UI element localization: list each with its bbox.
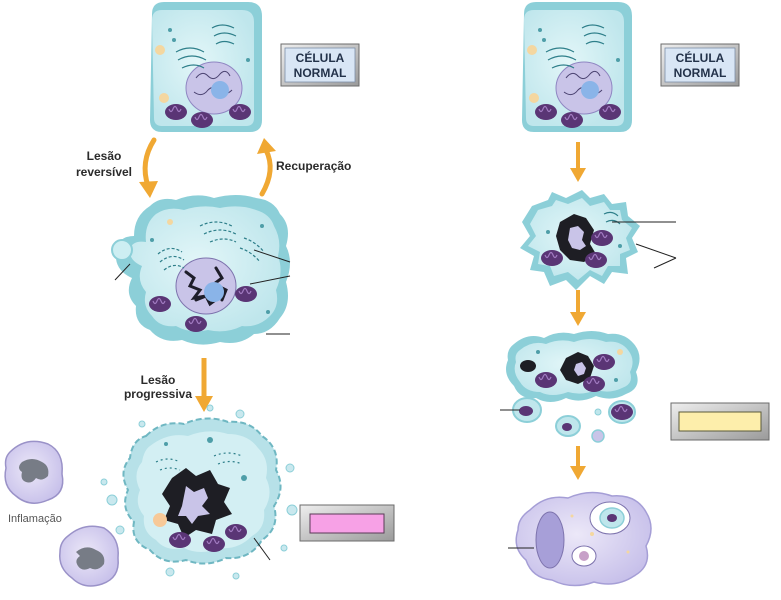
label-normal-left-line1: CÉLULA [296, 50, 345, 65]
svg-text:CÉLULA: CÉLULA [296, 50, 345, 65]
label-reversible: Lesão [87, 149, 122, 163]
leader-swollen-bleb [114, 263, 131, 281]
label-normal-right-line1: CÉLULA [676, 50, 725, 65]
label-inflammation: Inflamação [8, 513, 62, 525]
svg-text:progressiva: progressiva [124, 387, 192, 401]
arrow-apoptosis-1 [570, 142, 586, 182]
leader-swollen-mito [249, 275, 291, 285]
label-progressive: Lesão [141, 373, 176, 387]
label-box-normal-right: CÉLULA NORMAL [660, 43, 740, 87]
fragmenting-cell [506, 331, 640, 402]
necrotic-debris [100, 404, 298, 580]
arrow-progressive-injury [195, 358, 213, 412]
svg-text:reversível: reversível [76, 165, 132, 179]
label-normal-left-line2: NORMAL [294, 66, 347, 80]
arrow-reversible-injury [139, 137, 158, 198]
label-progressive-line2: progressiva [124, 387, 192, 401]
svg-text:NORMAL: NORMAL [294, 66, 347, 80]
label-progressive-line1: Lesão [141, 373, 176, 387]
arrow-apoptosis-2 [570, 290, 586, 326]
necrotic-cell [122, 417, 282, 565]
inflammatory-cell-1 [4, 440, 64, 504]
label-recovery: Recuperação [276, 159, 351, 173]
label-box-normal-left: CÉLULA NORMAL [280, 43, 360, 87]
empty-box-necrosis [299, 504, 395, 542]
label-reversible-line1: Lesão [87, 149, 122, 163]
empty-box-apoptosis [670, 402, 770, 441]
leader-swollen-er [253, 249, 291, 263]
shrunken-cell [520, 190, 640, 290]
svg-text:CÉLULA: CÉLULA [676, 50, 725, 65]
svg-text:NORMAL: NORMAL [674, 66, 727, 80]
normal-cell-right [522, 2, 632, 132]
leader-shrunken-blebs [635, 243, 677, 269]
apoptotic-bodies-right [512, 397, 636, 443]
label-reversible-line2: reversível [76, 165, 132, 179]
inflammatory-cell-2 [59, 525, 119, 587]
phagocyte-cell [515, 491, 652, 587]
leader-necrotic [253, 537, 271, 561]
swollen-cell [111, 195, 290, 345]
arrow-apoptosis-3 [570, 446, 586, 480]
label-normal-right-line2: NORMAL [674, 66, 727, 80]
arrow-recovery [257, 138, 276, 197]
normal-cell-left [150, 2, 262, 132]
